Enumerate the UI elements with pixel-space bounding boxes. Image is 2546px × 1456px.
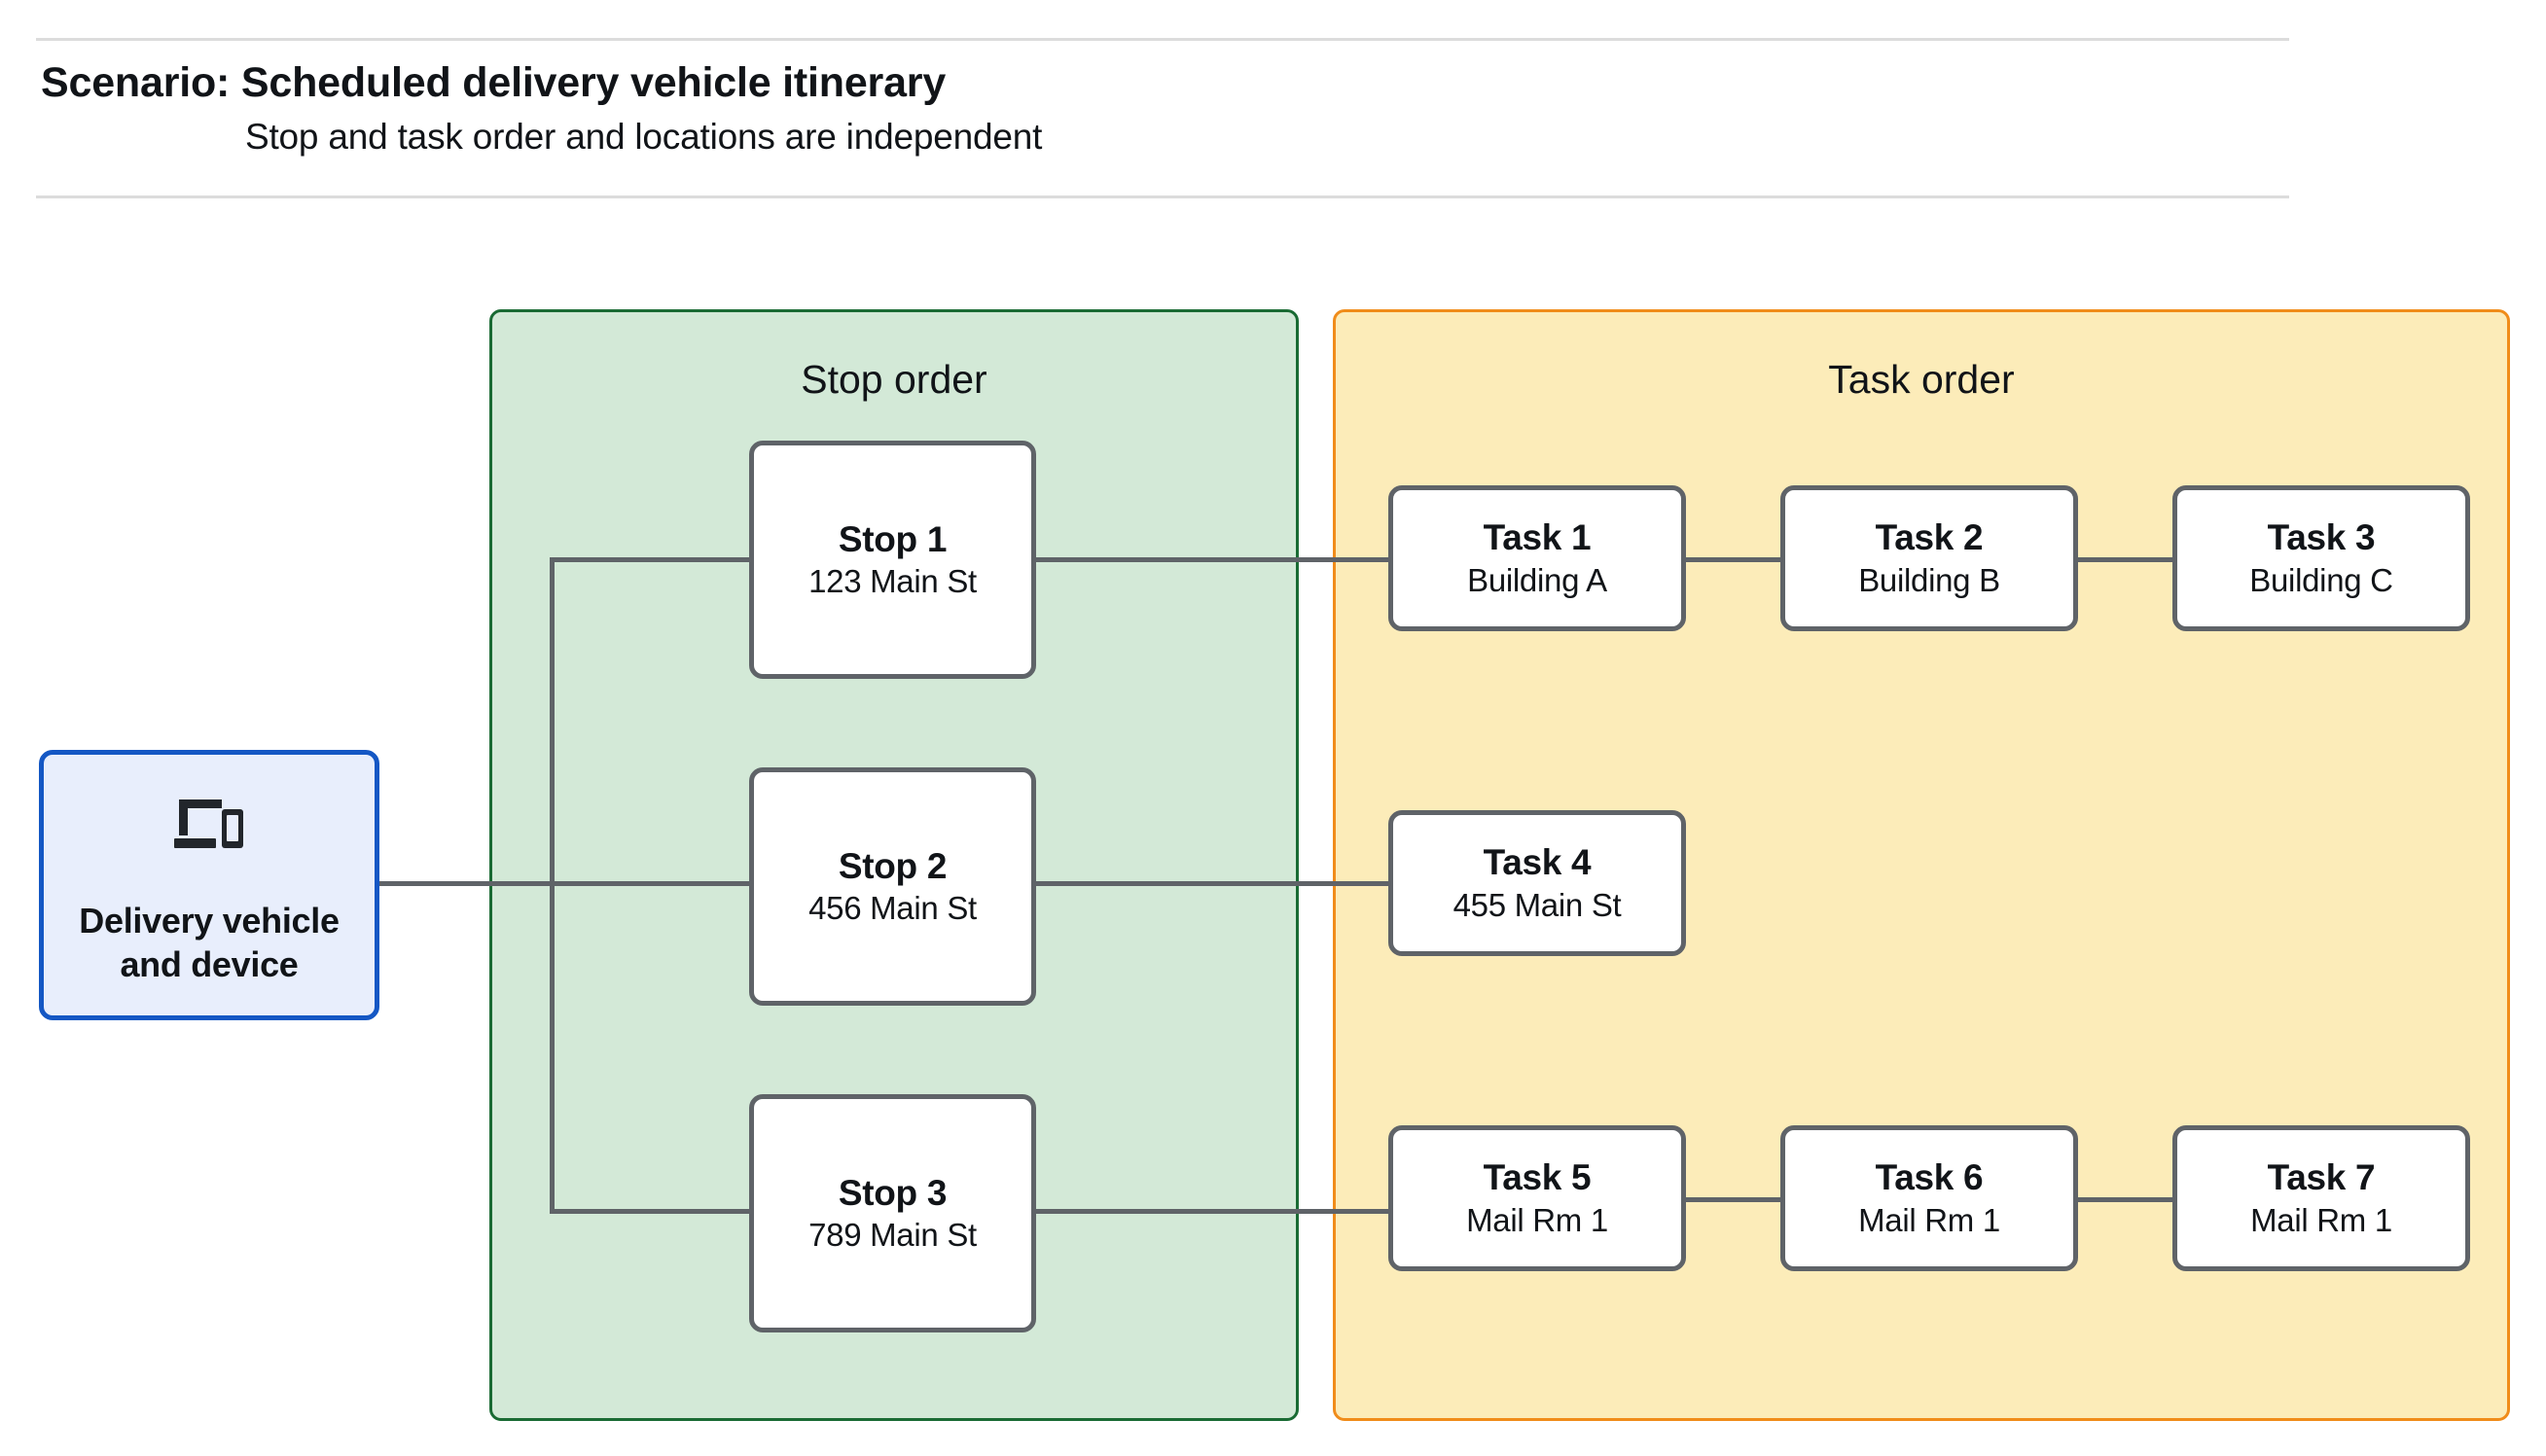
connector-stop-3-to-task-5 bbox=[1031, 1209, 1393, 1214]
task-order-panel-title: Task order bbox=[1828, 357, 2015, 402]
connector-task-1-to-task-2 bbox=[1682, 557, 1785, 562]
delivery-vehicle-node[interactable]: Delivery vehicle and device bbox=[39, 750, 379, 1020]
task-node-5-title: Task 5 bbox=[1483, 1157, 1592, 1198]
connector-trunk-to-stop-1 bbox=[550, 557, 754, 562]
task-node-5[interactable]: Task 5 Mail Rm 1 bbox=[1388, 1125, 1686, 1271]
task-node-6[interactable]: Task 6 Mail Rm 1 bbox=[1780, 1125, 2078, 1271]
page-subtitle: Stop and task order and locations are in… bbox=[245, 117, 1043, 157]
delivery-vehicle-label-line1: Delivery vehicle bbox=[79, 901, 340, 941]
stop-node-2[interactable]: Stop 2 456 Main St bbox=[749, 767, 1036, 1006]
devices-icon bbox=[173, 796, 245, 855]
stop-node-3[interactable]: Stop 3 789 Main St bbox=[749, 1094, 1036, 1332]
page-title: Scenario: Scheduled delivery vehicle iti… bbox=[41, 59, 947, 106]
task-node-7[interactable]: Task 7 Mail Rm 1 bbox=[2172, 1125, 2470, 1271]
header-divider-top bbox=[36, 38, 2289, 41]
stop-node-2-location: 456 Main St bbox=[808, 890, 977, 927]
connector-vehicle-to-trunk bbox=[379, 881, 555, 886]
task-node-6-title: Task 6 bbox=[1875, 1157, 1984, 1198]
stop-node-1-title: Stop 1 bbox=[838, 518, 948, 559]
task-node-1-title: Task 1 bbox=[1483, 517, 1592, 558]
task-node-7-location: Mail Rm 1 bbox=[2250, 1201, 2392, 1238]
delivery-vehicle-label-line2: and device bbox=[120, 943, 299, 984]
connector-task-2-to-task-3 bbox=[2074, 557, 2177, 562]
task-node-4-location: 455 Main St bbox=[1452, 886, 1622, 923]
task-node-3-title: Task 3 bbox=[2267, 517, 2376, 558]
task-node-1-location: Building A bbox=[1467, 561, 1607, 598]
stop-node-3-title: Stop 3 bbox=[838, 1172, 948, 1213]
task-node-7-title: Task 7 bbox=[2267, 1157, 2376, 1198]
delivery-vehicle-label: Delivery vehicle and device bbox=[79, 900, 340, 986]
stop-node-2-title: Stop 2 bbox=[838, 845, 948, 886]
task-node-3[interactable]: Task 3 Building C bbox=[2172, 485, 2470, 631]
connector-stop-1-to-task-1 bbox=[1031, 557, 1393, 562]
connector-trunk-to-stop-2 bbox=[550, 881, 754, 886]
stop-node-1[interactable]: Stop 1 123 Main St bbox=[749, 441, 1036, 679]
task-node-2[interactable]: Task 2 Building B bbox=[1780, 485, 2078, 631]
task-node-4[interactable]: Task 4 455 Main St bbox=[1388, 810, 1686, 956]
task-node-6-location: Mail Rm 1 bbox=[1858, 1201, 2000, 1238]
stop-node-3-location: 789 Main St bbox=[808, 1217, 977, 1254]
connector-trunk-to-stop-3 bbox=[550, 1209, 754, 1214]
task-node-2-location: Building B bbox=[1858, 561, 2000, 598]
task-node-3-location: Building C bbox=[2249, 561, 2393, 598]
connector-stop-2-to-task-4 bbox=[1031, 881, 1393, 886]
stop-order-panel-title: Stop order bbox=[801, 357, 987, 402]
task-node-5-location: Mail Rm 1 bbox=[1466, 1201, 1608, 1238]
task-node-2-title: Task 2 bbox=[1875, 517, 1984, 558]
connector-task-6-to-task-7 bbox=[2074, 1197, 2177, 1202]
connector-task-5-to-task-6 bbox=[1682, 1197, 1785, 1202]
header-divider-bottom bbox=[36, 195, 2289, 198]
stop-node-1-location: 123 Main St bbox=[808, 563, 977, 600]
task-node-4-title: Task 4 bbox=[1483, 842, 1592, 883]
task-node-1[interactable]: Task 1 Building A bbox=[1388, 485, 1686, 631]
